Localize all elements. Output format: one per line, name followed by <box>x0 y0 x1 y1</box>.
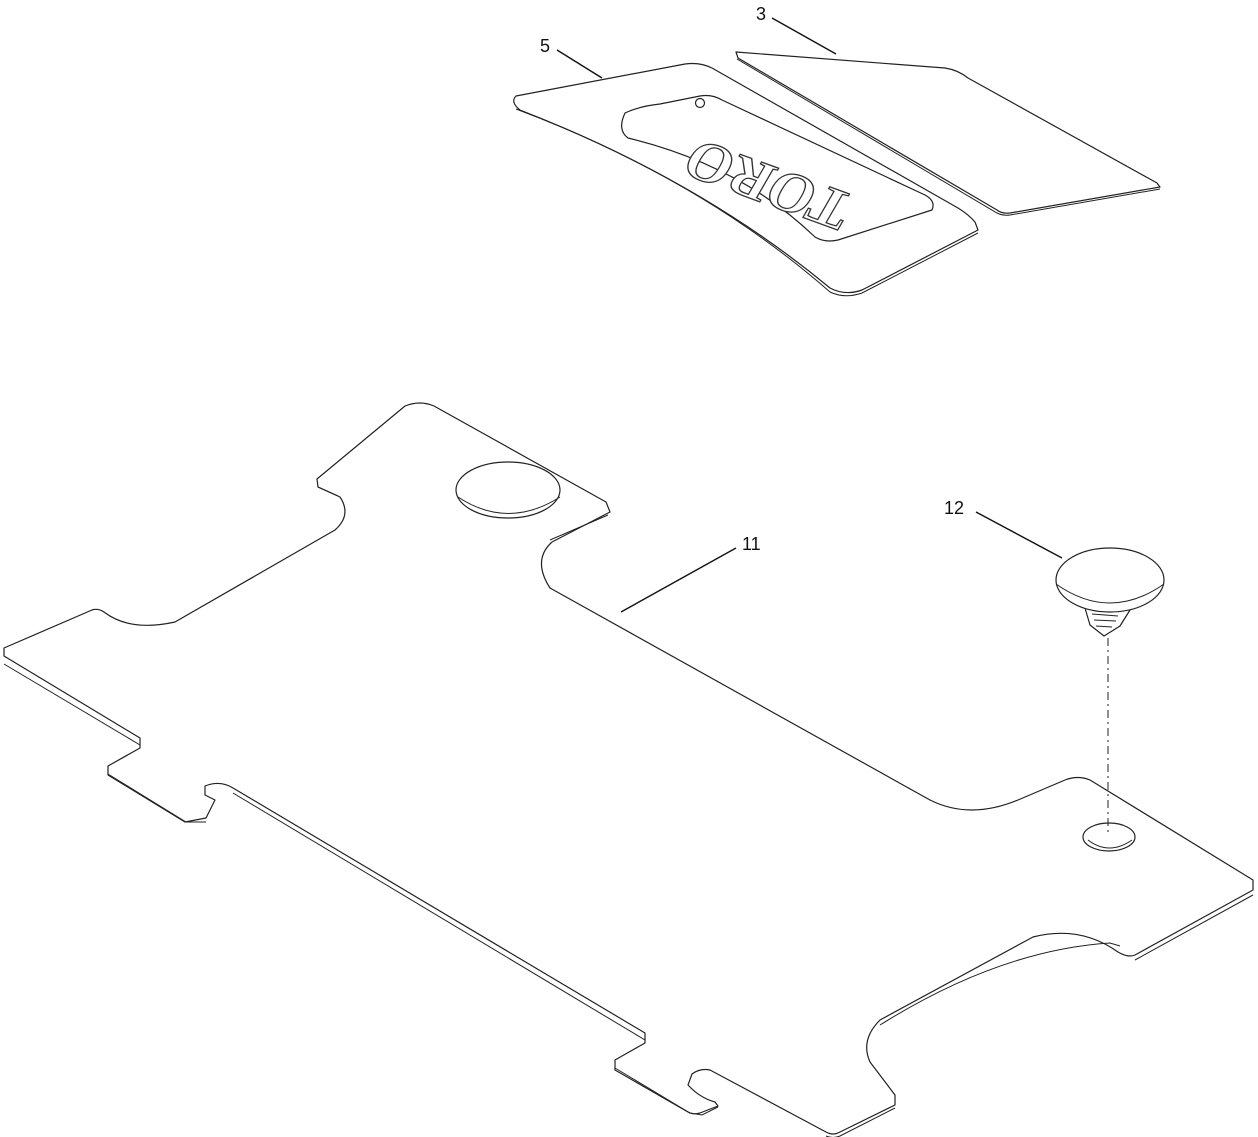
part-11-floor-mat <box>3 402 1254 1137</box>
callout-12: 12 <box>944 498 964 518</box>
leader-3 <box>771 17 837 55</box>
callout-11: 11 <box>742 534 761 554</box>
part-12-fastener <box>1055 547 1165 835</box>
leader-5 <box>556 49 603 79</box>
mat-hole <box>1082 822 1136 852</box>
callout-3: 3 <box>756 4 766 24</box>
leader-11 <box>620 547 737 613</box>
mat-plug-disc <box>455 461 561 519</box>
leader-12 <box>975 511 1063 559</box>
registered-mark-icon <box>694 97 706 109</box>
part-5-toro-decal: TORO <box>513 62 979 297</box>
callout-5: 5 <box>540 36 550 56</box>
fastener-head <box>1055 547 1165 613</box>
part-3-decal <box>735 51 1161 216</box>
